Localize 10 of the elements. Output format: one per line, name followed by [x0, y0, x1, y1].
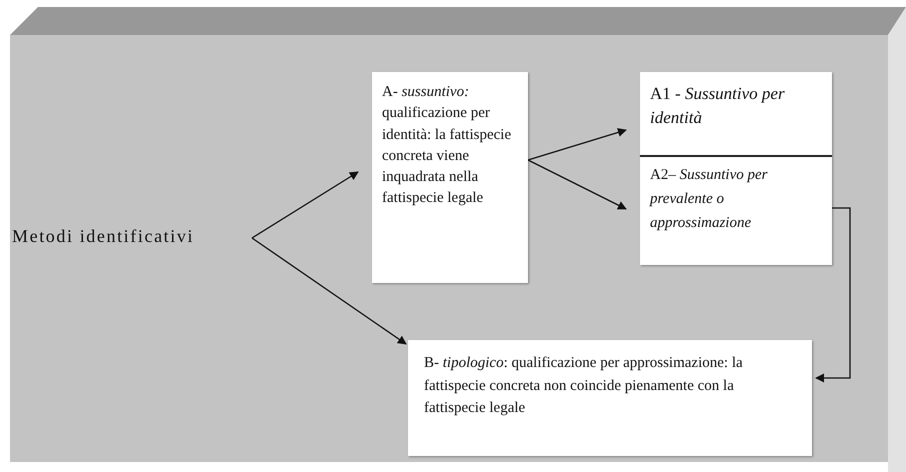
- arrow: [815, 207, 851, 382]
- node-label: Metodi identificativi: [12, 224, 250, 252]
- arrow: [528, 159, 627, 210]
- text-box: A- sussuntivo: qualificazione per identità: la fattispecie concreta viene inquadrata nella fattispecie legale: [372, 72, 528, 283]
- text-box: B- tipologico: qualificazione per approssimazione: la fattispecie concreta non coincide pienamente con la fattispecie legale: [408, 340, 812, 456]
- text-box: A2– Sussuntivo per prevalente o approssimazione: [640, 157, 832, 265]
- arrow: [252, 171, 359, 239]
- text-box: A1 - Sussuntivo per identità: [640, 72, 832, 157]
- arrow: [528, 128, 627, 161]
- arrow: [252, 237, 407, 345]
